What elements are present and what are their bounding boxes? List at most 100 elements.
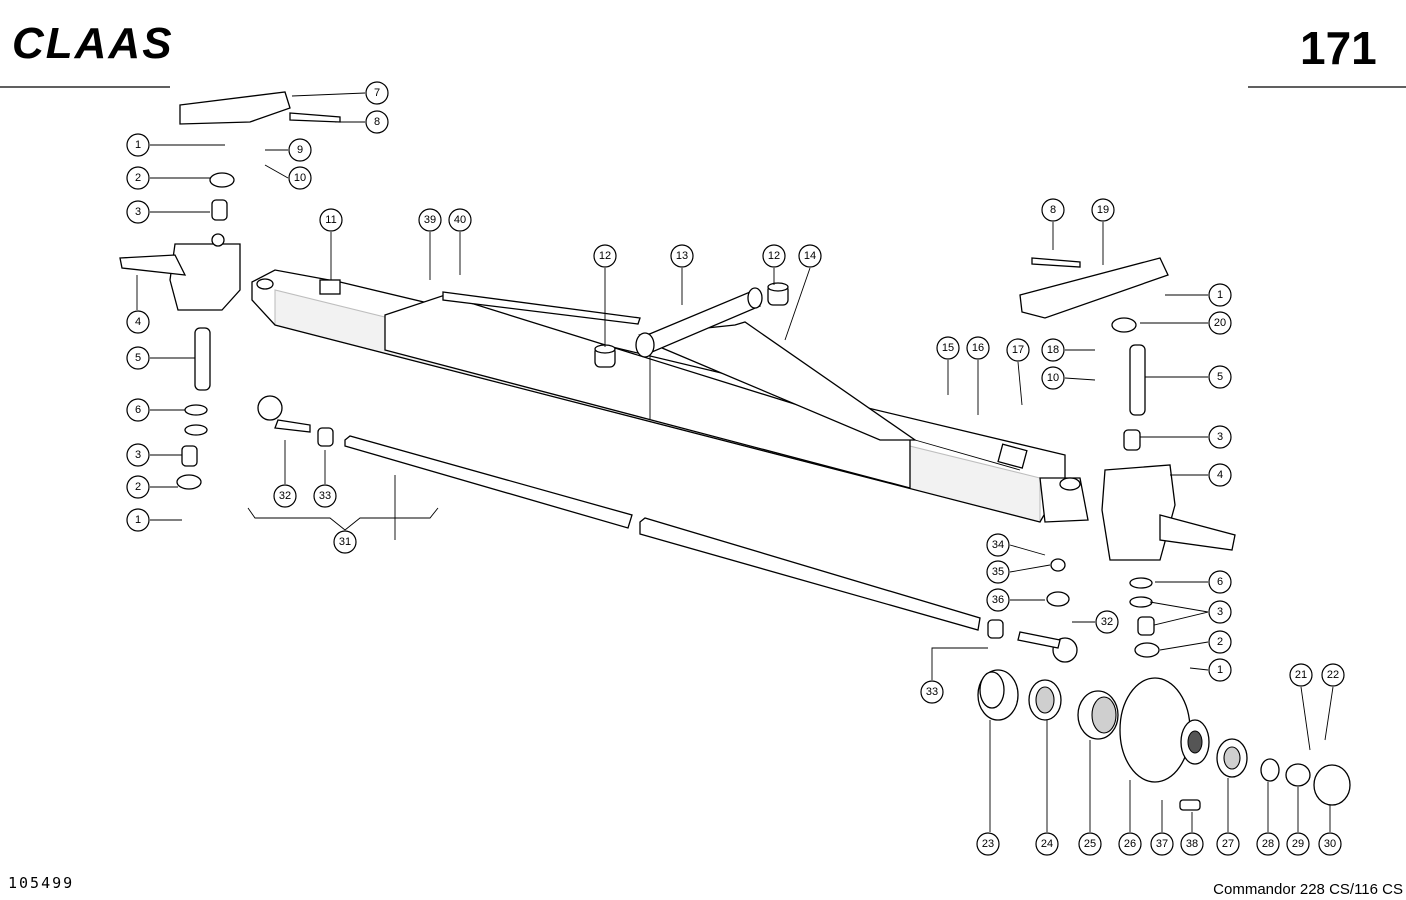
header: CLAAS 171 (0, 19, 1406, 88)
callout-35: 35 (986, 560, 1010, 584)
callout-7: 7 (365, 81, 389, 105)
svg-text:21: 21 (1295, 669, 1307, 681)
callout-21: 21 (1289, 663, 1313, 687)
svg-text:12: 12 (768, 250, 780, 262)
svg-text:32: 32 (1101, 616, 1113, 628)
callout-10: 10 (288, 166, 312, 190)
callout-5: 5 (1208, 365, 1232, 389)
svg-text:32: 32 (279, 490, 291, 502)
callout-10: 10 (1041, 366, 1065, 390)
svg-text:10: 10 (294, 172, 306, 184)
callout-32: 32 (1095, 610, 1119, 634)
brand-logo: CLAAS (12, 19, 174, 68)
callout-33: 33 (920, 680, 944, 704)
svg-text:6: 6 (135, 404, 141, 416)
svg-text:30: 30 (1324, 838, 1336, 850)
callout-1: 1 (1208, 658, 1232, 682)
svg-text:1: 1 (1217, 664, 1223, 676)
callout-20: 20 (1208, 311, 1232, 335)
callout-3: 3 (1208, 600, 1232, 624)
callout-37: 37 (1150, 832, 1174, 856)
svg-text:23: 23 (982, 838, 994, 850)
svg-text:33: 33 (319, 490, 331, 502)
svg-text:27: 27 (1222, 838, 1234, 850)
svg-text:6: 6 (1217, 576, 1223, 588)
left-steering-knuckle (119, 91, 341, 490)
svg-text:17: 17 (1012, 344, 1024, 356)
svg-text:5: 5 (135, 352, 141, 364)
svg-text:13: 13 (676, 250, 688, 262)
callout-25: 25 (1078, 832, 1102, 856)
callout-3: 3 (126, 443, 150, 467)
svg-text:24: 24 (1041, 838, 1053, 850)
callout-18: 18 (1041, 338, 1065, 362)
callout-27: 27 (1216, 832, 1240, 856)
callout-28: 28 (1256, 832, 1280, 856)
tie-rod-ends (257, 395, 1078, 663)
model-name: Commandor 228 CS/116 CS (1213, 881, 1403, 898)
svg-text:15: 15 (942, 342, 954, 354)
callout-1: 1 (126, 133, 150, 157)
svg-text:1: 1 (1217, 289, 1223, 301)
drawing-number: 105499 (8, 874, 74, 892)
callout-8: 8 (1041, 198, 1065, 222)
svg-text:3: 3 (135, 449, 141, 461)
svg-text:4: 4 (135, 316, 141, 328)
callout-36: 36 (986, 588, 1010, 612)
page-number: 171 (1300, 22, 1377, 74)
callout-15: 15 (936, 336, 960, 360)
callout-11: 11 (319, 208, 343, 232)
callout-2: 2 (1208, 630, 1232, 654)
svg-text:3: 3 (1217, 606, 1223, 618)
svg-text:16: 16 (972, 342, 984, 354)
svg-text:7: 7 (374, 87, 380, 99)
svg-text:2: 2 (1217, 636, 1223, 648)
callout-1: 1 (1208, 283, 1232, 307)
callout-3: 3 (1208, 425, 1232, 449)
callout-24: 24 (1035, 832, 1059, 856)
callout-33: 33 (313, 484, 337, 508)
svg-text:10: 10 (1047, 372, 1059, 384)
leader-lines (136, 92, 1334, 832)
callout-2: 2 (126, 166, 150, 190)
svg-text:18: 18 (1047, 344, 1059, 356)
svg-text:25: 25 (1084, 838, 1096, 850)
svg-text:8: 8 (1050, 204, 1056, 216)
svg-text:36: 36 (992, 594, 1004, 606)
callout-12: 12 (762, 244, 786, 268)
callout-3: 3 (126, 200, 150, 224)
svg-text:29: 29 (1292, 838, 1304, 850)
wheel-hub-assembly (977, 669, 1351, 811)
svg-text:1: 1 (135, 514, 141, 526)
callout-29: 29 (1286, 832, 1310, 856)
svg-text:2: 2 (135, 172, 141, 184)
callout-34: 34 (986, 533, 1010, 557)
callout-30: 30 (1318, 832, 1342, 856)
callout-19: 19 (1091, 198, 1115, 222)
svg-text:22: 22 (1327, 669, 1339, 681)
svg-text:34: 34 (992, 539, 1004, 551)
callout-6: 6 (126, 398, 150, 422)
svg-text:26: 26 (1124, 838, 1136, 850)
callout-4: 4 (126, 310, 150, 334)
callout-38: 38 (1180, 832, 1204, 856)
callout-32: 32 (273, 484, 297, 508)
callout-23: 23 (976, 832, 1000, 856)
svg-text:3: 3 (1217, 431, 1223, 443)
svg-text:38: 38 (1186, 838, 1198, 850)
svg-text:14: 14 (804, 250, 816, 262)
tie-rod (344, 435, 981, 631)
axle-beam (251, 269, 1089, 523)
callout-17: 17 (1006, 338, 1030, 362)
svg-text:4: 4 (1217, 469, 1223, 481)
callout-4: 4 (1208, 463, 1232, 487)
callout-1: 1 (126, 508, 150, 532)
svg-text:1: 1 (135, 139, 141, 151)
callout-5: 5 (126, 346, 150, 370)
callout-13: 13 (670, 244, 694, 268)
svg-text:9: 9 (297, 144, 303, 156)
svg-text:2: 2 (135, 481, 141, 493)
svg-text:8: 8 (374, 116, 380, 128)
callout-22: 22 (1321, 663, 1345, 687)
